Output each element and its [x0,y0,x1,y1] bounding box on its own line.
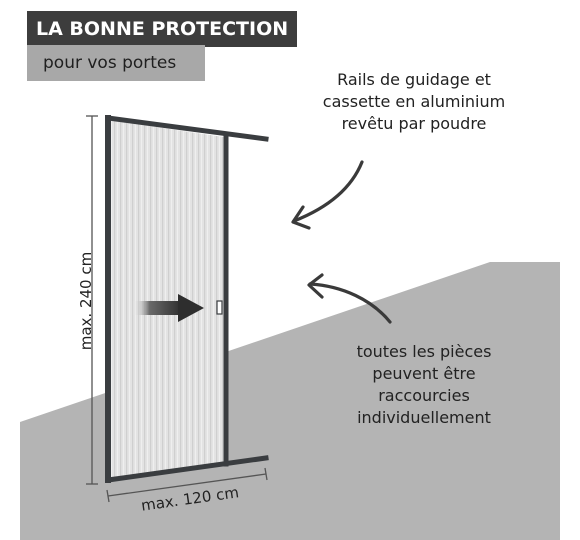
arrow-right-icon [132,294,204,322]
pleated-mesh [108,120,224,480]
door-frame [105,115,269,483]
pieces-callout-text: toutes les pièces peuvent être raccourci… [356,342,492,427]
page-subtitle: pour vos portes [27,45,205,81]
handle [216,300,223,315]
curved-arrow-icon [291,160,364,230]
page-title: LA BONNE PROTECTION [27,11,297,47]
dimension-lines [86,115,268,503]
height-dimension-label: max. 240 cm [77,251,95,351]
rails-callout-text: Rails de guidage et cassette en aluminiu… [322,70,506,133]
curved-arrow-icon [307,273,392,324]
